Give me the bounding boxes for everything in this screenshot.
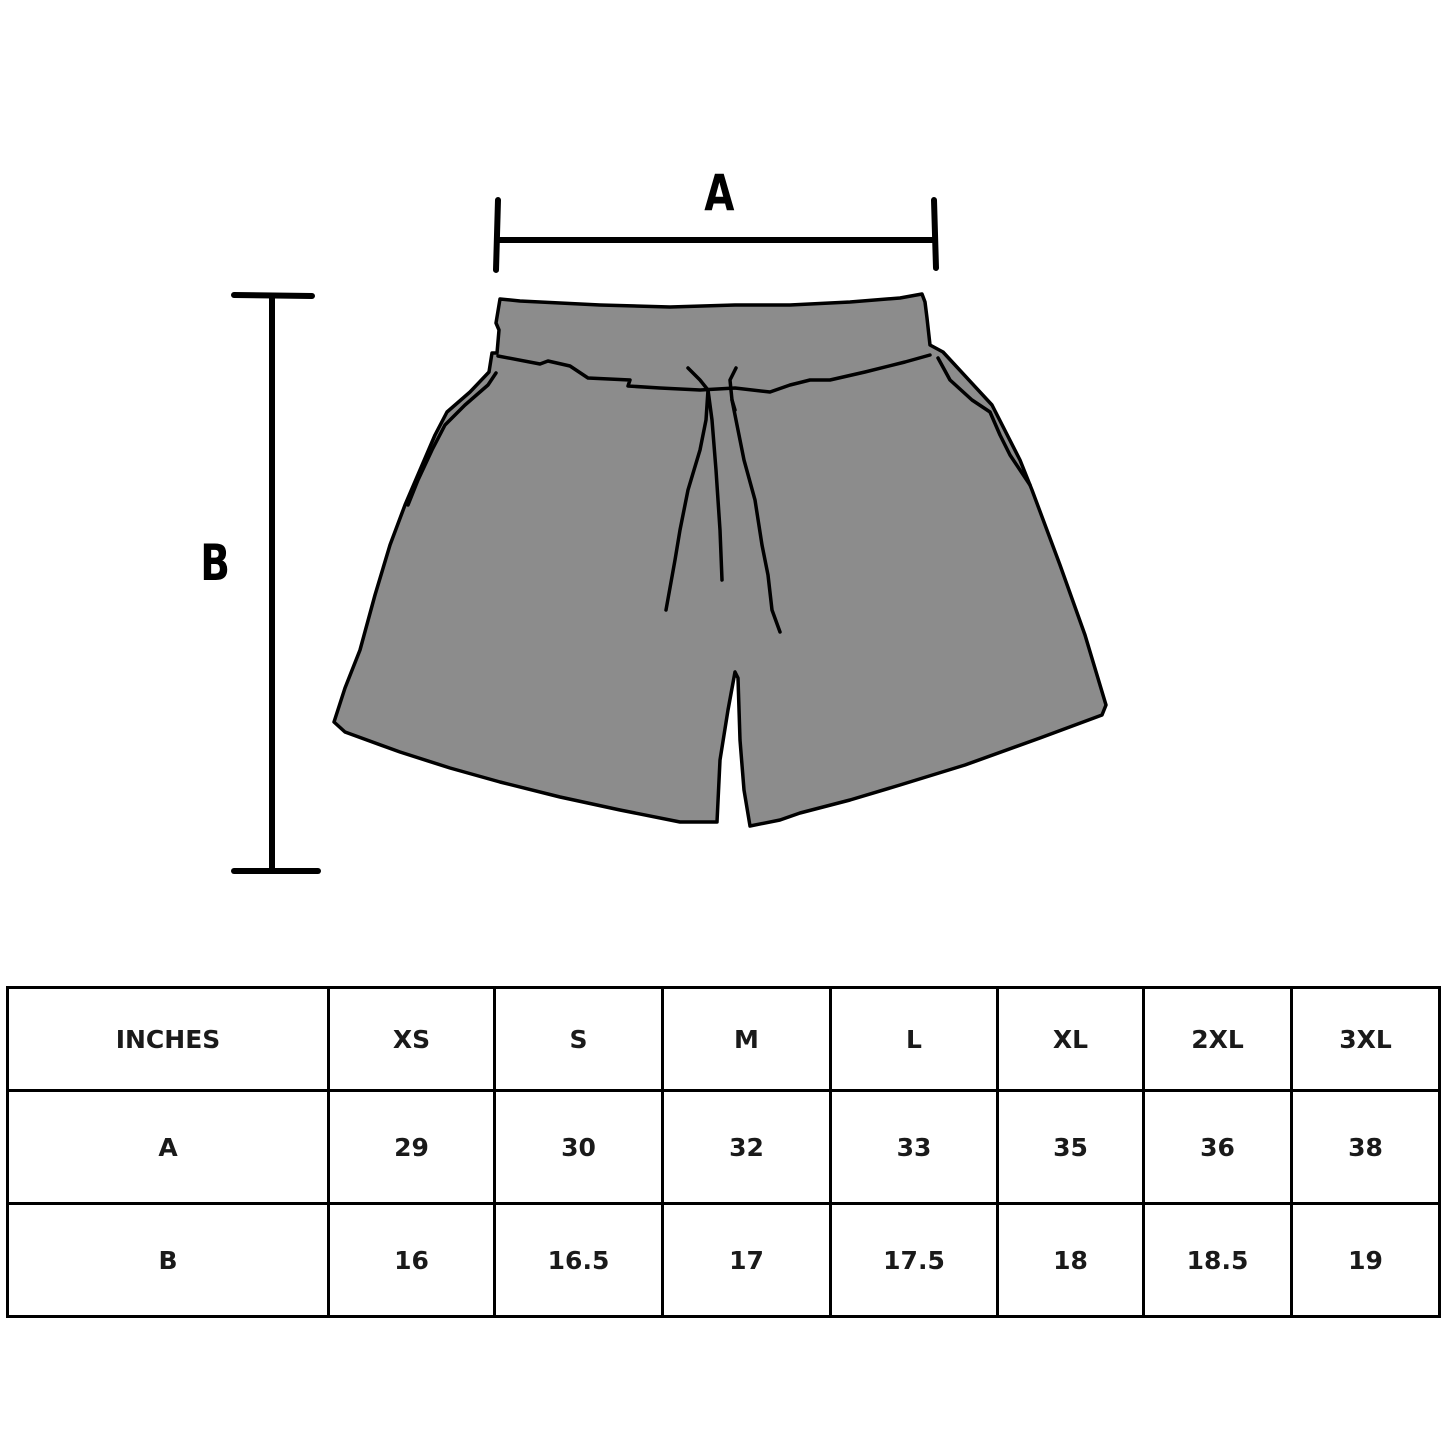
header-unit-cell: INCHES [6, 986, 330, 1092]
table-row-b: B 16 16.5 17 17.5 18 18.5 19 [6, 1202, 1441, 1318]
header-size-2xl: 2XL [1142, 986, 1293, 1092]
header-size-3xl: 3XL [1290, 986, 1441, 1092]
table-cell: 17.5 [829, 1202, 999, 1318]
measurement-diagram: A B [200, 164, 1108, 874]
table-cell: 17 [661, 1202, 832, 1318]
table-cell: 35 [996, 1089, 1145, 1205]
dimension-b-label: B [200, 534, 230, 592]
dimension-b-line [231, 292, 321, 874]
table-cell: 32 [661, 1089, 832, 1205]
table-cell: 18 [996, 1202, 1145, 1318]
row-a-label: A [6, 1089, 330, 1205]
table-cell: 30 [493, 1089, 664, 1205]
table-cell: 33 [829, 1089, 999, 1205]
header-size-l: L [829, 986, 999, 1092]
header-size-xl: XL [996, 986, 1145, 1092]
table-cell: 36 [1142, 1089, 1293, 1205]
table-cell: 16.5 [493, 1202, 664, 1318]
table-cell: 38 [1290, 1089, 1441, 1205]
table-cell: 18.5 [1142, 1202, 1293, 1318]
table-header-row: INCHES XS S M L XL 2XL 3XL [6, 986, 1441, 1092]
table-cell: 16 [327, 1202, 496, 1318]
header-size-xs: XS [327, 986, 496, 1092]
size-chart-table: INCHES XS S M L XL 2XL 3XL A 29 30 32 33… [6, 986, 1441, 1318]
header-size-m: M [661, 986, 832, 1092]
shorts-diagram-svg [231, 197, 1108, 874]
header-size-s: S [493, 986, 664, 1092]
table-row-a: A 29 30 32 33 35 36 38 [6, 1089, 1441, 1205]
dimension-a-label: A [704, 164, 735, 222]
row-b-label: B [6, 1202, 330, 1318]
shorts-icon [332, 292, 1108, 828]
table-cell: 19 [1290, 1202, 1441, 1318]
dimension-a-line [493, 197, 939, 273]
table-cell: 29 [327, 1089, 496, 1205]
